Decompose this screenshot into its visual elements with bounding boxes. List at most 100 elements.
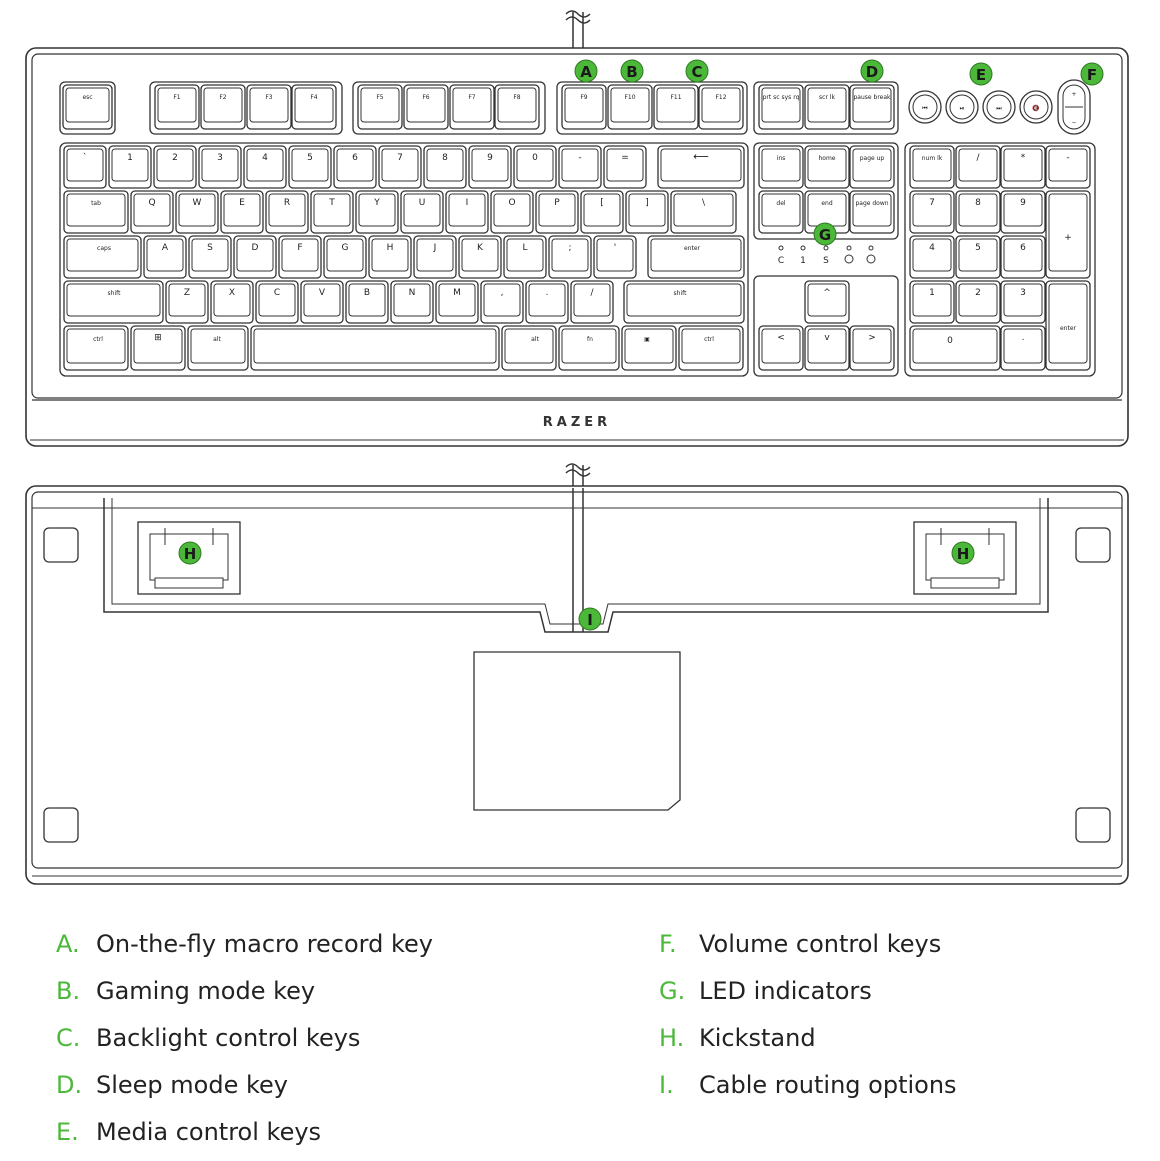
key-num8[interactable]: 8 [955, 190, 1001, 234]
key-quote[interactable]: ' [593, 235, 637, 279]
key-down[interactable]: v [804, 325, 850, 371]
key-q[interactable]: Q [130, 190, 174, 234]
key-del[interactable]: del [758, 190, 804, 234]
key-6[interactable]: 6 [333, 145, 377, 189]
key-backslash[interactable]: \ [670, 190, 737, 234]
key-m[interactable]: M [435, 280, 479, 324]
key-j[interactable]: J [413, 235, 457, 279]
key-t[interactable]: T [310, 190, 354, 234]
key-rbracket[interactable]: ] [625, 190, 669, 234]
key-enter[interactable]: enter [647, 235, 745, 279]
key-home[interactable]: home [804, 145, 850, 189]
key-comma[interactable]: , [480, 280, 524, 324]
key-p[interactable]: P [535, 190, 579, 234]
key-r[interactable]: R [265, 190, 309, 234]
key-slash[interactable]: / [570, 280, 614, 324]
key-num9[interactable]: 9 [1000, 190, 1046, 234]
key-right[interactable]: > [849, 325, 895, 371]
key-semicolon[interactable]: ; [548, 235, 592, 279]
key-num4[interactable]: 4 [909, 235, 955, 279]
key-7[interactable]: 7 [378, 145, 422, 189]
key-e[interactable]: E [220, 190, 264, 234]
key-lctrl[interactable]: ctrl [63, 325, 129, 371]
key-num1[interactable]: 1 [909, 280, 955, 324]
key-lalt[interactable]: alt [187, 325, 249, 371]
key-rctrl[interactable]: ctrl [678, 325, 744, 371]
key-equal[interactable]: = [603, 145, 647, 189]
key-num0[interactable]: 0 [909, 325, 1001, 371]
key-l[interactable]: L [503, 235, 547, 279]
key-1[interactable]: 1 [108, 145, 152, 189]
key-num-plus[interactable]: + [1045, 190, 1091, 279]
key-f2[interactable]: F2 [200, 84, 246, 130]
key-rshift[interactable]: shift [623, 280, 745, 324]
key-prtsc[interactable]: prt sc sys rq [758, 84, 804, 130]
key-v[interactable]: V [300, 280, 344, 324]
key-d[interactable]: D [233, 235, 277, 279]
key-num3[interactable]: 3 [1000, 280, 1046, 324]
key-5[interactable]: 5 [288, 145, 332, 189]
key-u[interactable]: U [400, 190, 444, 234]
key-o[interactable]: O [490, 190, 534, 234]
key-g[interactable]: G [323, 235, 367, 279]
key-tab[interactable]: tab [63, 190, 129, 234]
key-f7[interactable]: F7 [449, 84, 495, 130]
key-space[interactable] [250, 325, 500, 371]
key-4[interactable]: 4 [243, 145, 287, 189]
key-y[interactable]: Y [355, 190, 399, 234]
key-ralt[interactable]: alt [501, 325, 557, 371]
key-f10[interactable]: F10 [607, 84, 653, 130]
key-pgdn[interactable]: page down [849, 190, 895, 234]
key-backtick[interactable]: ` [63, 145, 107, 189]
key-end[interactable]: end [804, 190, 850, 234]
key-x[interactable]: X [210, 280, 254, 324]
key-k[interactable]: K [458, 235, 502, 279]
key-num-star[interactable]: * [1000, 145, 1046, 189]
key-num7[interactable]: 7 [909, 190, 955, 234]
key-w[interactable]: W [175, 190, 219, 234]
key-s[interactable]: S [188, 235, 232, 279]
key-f4[interactable]: F4 [291, 84, 337, 130]
key-3[interactable]: 3 [198, 145, 242, 189]
key-esc[interactable]: esc [62, 84, 113, 130]
key-caps[interactable]: caps [63, 235, 142, 279]
key-num5[interactable]: 5 [955, 235, 1001, 279]
key-num-enter[interactable]: enter [1045, 280, 1091, 371]
key-i[interactable]: I [445, 190, 489, 234]
key-2[interactable]: 2 [153, 145, 197, 189]
key-f5[interactable]: F5 [357, 84, 403, 130]
key-lshift[interactable]: shift [63, 280, 164, 324]
key-minus[interactable]: - [558, 145, 602, 189]
key-f8[interactable]: F8 [494, 84, 540, 130]
key-num-dot[interactable]: . [1000, 325, 1046, 371]
key-num6[interactable]: 6 [1000, 235, 1046, 279]
key-h[interactable]: H [368, 235, 412, 279]
key-n[interactable]: N [390, 280, 434, 324]
key-z[interactable]: Z [165, 280, 209, 324]
key-b[interactable]: B [345, 280, 389, 324]
key-scrlk[interactable]: scr lk [804, 84, 850, 130]
key-pgup[interactable]: page up [849, 145, 895, 189]
key-period[interactable]: . [525, 280, 569, 324]
key-0[interactable]: 0 [513, 145, 557, 189]
key-num-slash[interactable]: / [955, 145, 1001, 189]
key-num2[interactable]: 2 [955, 280, 1001, 324]
key-up[interactable]: ^ [804, 280, 850, 324]
key-9[interactable]: 9 [468, 145, 512, 189]
key-f11[interactable]: F11 [653, 84, 699, 130]
key-a[interactable]: A [143, 235, 187, 279]
key-f[interactable]: F [278, 235, 322, 279]
key-f3[interactable]: F3 [246, 84, 292, 130]
key-f6[interactable]: F6 [403, 84, 449, 130]
key-backspace[interactable]: ⟵ [657, 145, 745, 189]
key-win[interactable]: ⊞ [130, 325, 186, 371]
key-c[interactable]: C [255, 280, 299, 324]
key-fn[interactable]: fn [558, 325, 620, 371]
key-8[interactable]: 8 [423, 145, 467, 189]
key-f1[interactable]: F1 [154, 84, 200, 130]
key-numlk[interactable]: num lk [909, 145, 955, 189]
key-left[interactable]: < [758, 325, 804, 371]
key-menu[interactable]: ▣ [621, 325, 677, 371]
key-pause[interactable]: pause break [849, 84, 895, 130]
key-ins[interactable]: ins [758, 145, 804, 189]
